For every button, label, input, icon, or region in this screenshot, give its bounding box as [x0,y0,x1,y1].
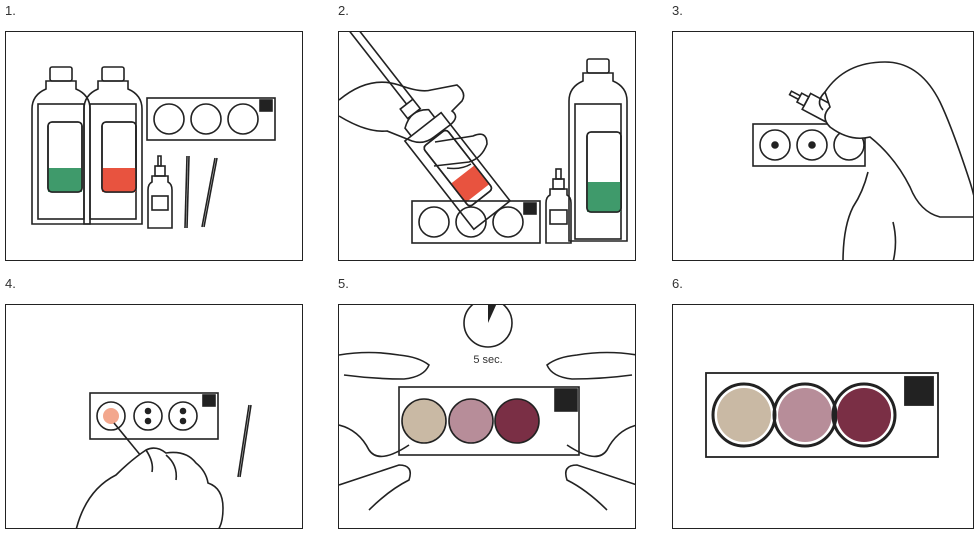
hand-icon [76,448,223,529]
test-card-icon [147,98,275,140]
step-number-4: 4. [5,276,16,291]
step-number-5: 5. [338,276,349,291]
step-number-1: 1. [5,3,16,18]
test-card-icon [90,393,218,439]
step-2-illustration [339,32,636,261]
dropper-bottle-icon [148,156,172,228]
step-5-panel: 5 sec. [338,304,636,529]
step-number-6: 6. [672,276,683,291]
dropper-bottle-icon [546,169,571,243]
test-card-icon [706,373,938,457]
step-2-panel [338,31,636,261]
timer-icon [464,305,512,347]
swab-icon [238,405,249,477]
test-card-icon [399,387,579,455]
step-number-2: 2. [338,3,349,18]
hand-icon [339,82,464,142]
test-card-icon [412,201,540,243]
reagent-bottle-red-icon [339,32,510,229]
step-5-illustration [339,305,636,529]
reagent-bottle-green-icon [569,59,627,241]
step-1-panel [5,31,303,261]
step-6-illustration [673,305,974,529]
timer-label: 5 sec. [339,354,636,366]
step-number-3: 3. [672,3,683,18]
step-3-illustration [673,32,974,261]
step-4-illustration [6,305,303,529]
step-1-illustration [6,32,303,261]
step-6-panel [672,304,974,529]
step-3-panel [672,31,974,261]
reagent-bottle-red-icon [84,67,142,224]
step-4-panel [5,304,303,529]
gloved-hand-icon [825,62,974,217]
reagent-bottle-green-icon [32,67,90,224]
